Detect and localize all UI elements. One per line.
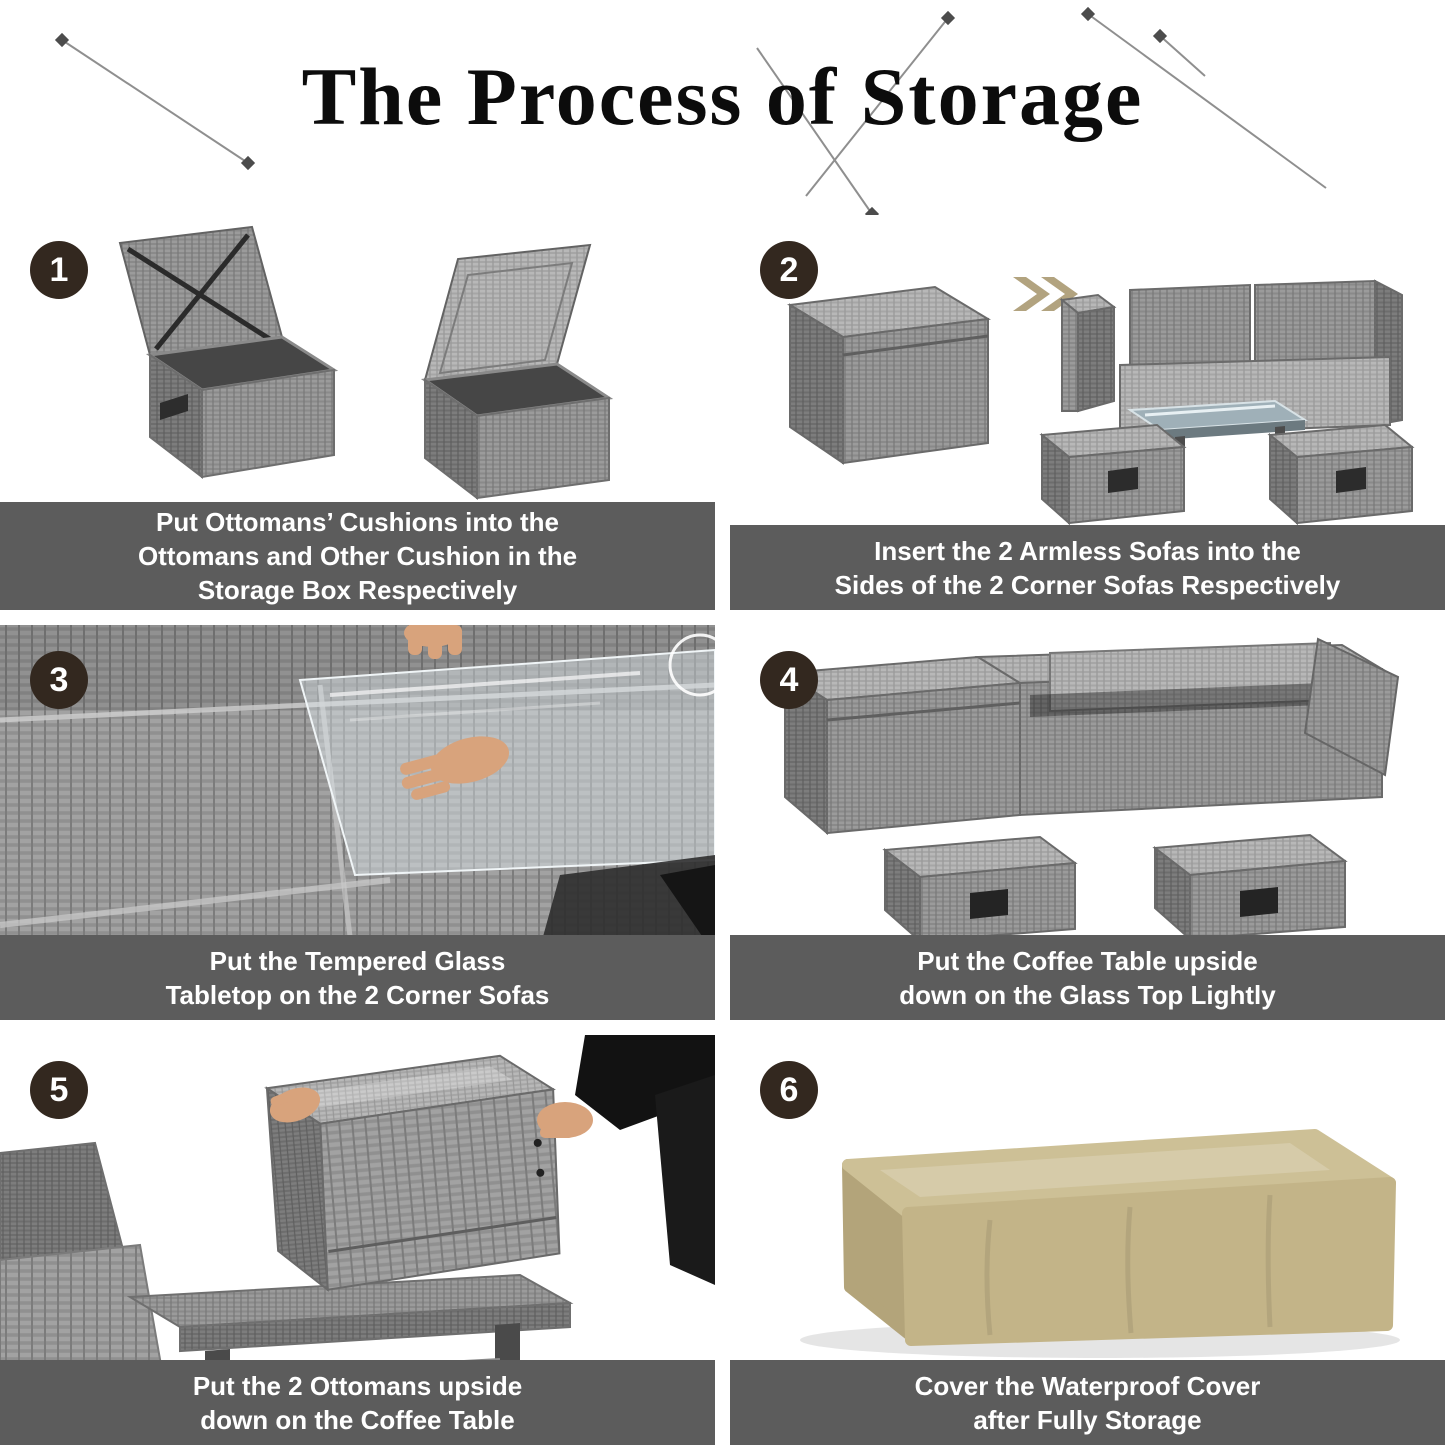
step-caption: Put the 2 Ottomans upside down on the Co… [0, 1360, 715, 1445]
step-2-panel: 2 Insert the 2 Armless Sofas into the Si… [730, 215, 1445, 610]
step-caption: Insert the 2 Armless Sofas into the Side… [730, 525, 1445, 610]
open-storage-box-right [420, 243, 614, 501]
step-number-badge: 4 [760, 651, 818, 709]
step-6-panel: 6 Cover the Waterproof Cover after Fully… [730, 1035, 1445, 1445]
step-number-badge: 2 [760, 241, 818, 299]
step-caption: Put Ottomans’ Cushions into the Ottomans… [0, 502, 715, 610]
step-4-illustration [781, 637, 1400, 944]
hand-icon-left [269, 1087, 321, 1123]
ottoman-left [1039, 423, 1187, 526]
page-title: The Process of Storage [301, 51, 1144, 142]
glass-panel [298, 648, 715, 877]
hand-icon [400, 736, 510, 800]
open-storage-box-left [118, 225, 339, 480]
watermark-circle [668, 633, 715, 697]
hand-icon-right [537, 1102, 593, 1138]
decorative-lines [54, 6, 1327, 222]
storage-box [787, 285, 991, 465]
step-caption: Put the Tempered Glass Tabletop on the 2… [0, 935, 715, 1020]
assembled-storage-unit [781, 637, 1400, 836]
step-2-illustration [787, 277, 1415, 526]
step-1-panel: 1 Put Ottomans’ Cushions into the Ottoma… [0, 215, 715, 610]
person-clothing [655, 1075, 715, 1285]
ottoman-upside-down [264, 1054, 561, 1292]
step-4-panel: 4 Put the Coffee Table upside down on th… [730, 625, 1445, 1020]
step-caption: Put the Coffee Table upside down on the … [730, 935, 1445, 1020]
step-number-badge: 1 [30, 241, 88, 299]
step-number-badge: 5 [30, 1061, 88, 1119]
arrow-icon [1013, 277, 1078, 311]
ottoman-left [882, 835, 1078, 944]
ottoman-right [1267, 423, 1415, 526]
step-1-illustration [118, 225, 614, 501]
step-6-illustration [800, 1129, 1400, 1358]
step-number-badge: 6 [760, 1061, 818, 1119]
step-caption: Cover the Waterproof Cover after Fully S… [730, 1360, 1445, 1445]
step-3-panel: 3 Put the Tempered Glass Tabletop on the… [0, 625, 715, 1020]
step-5-panel: 5 Put the 2 Ottomans upside down on the … [0, 1035, 715, 1445]
ottoman-right [1152, 833, 1348, 942]
hand-icon-top [404, 625, 462, 659]
waterproof-cover [842, 1129, 1396, 1346]
step-number-badge: 3 [30, 651, 88, 709]
